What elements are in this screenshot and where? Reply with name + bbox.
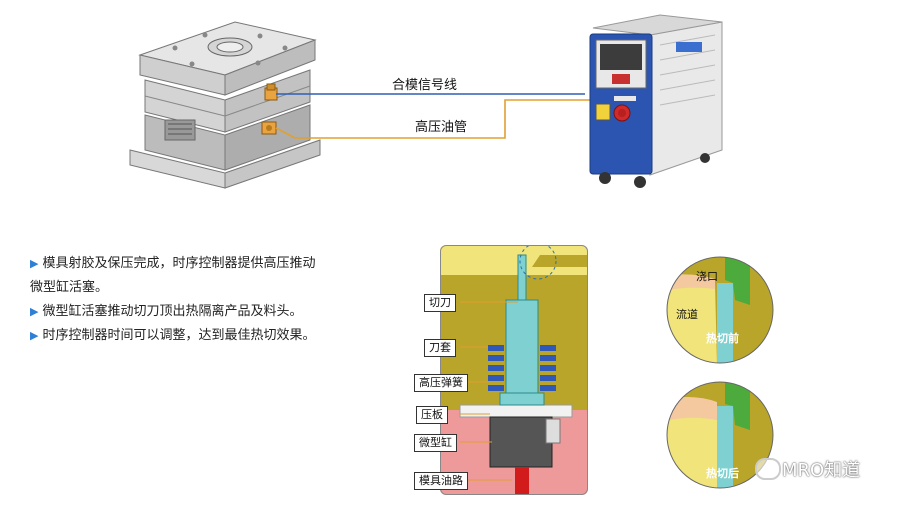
callout-sleeve: 刀套: [424, 339, 456, 357]
gate-label: 浇口: [696, 270, 718, 283]
after-cut-label: 热切后: [706, 467, 739, 480]
runner-label: 流道: [676, 308, 698, 321]
callout-cutter: 切刀: [424, 294, 456, 312]
callout-spring: 高压弹簧: [414, 374, 468, 392]
bullet-text: 微型缸活塞。: [30, 280, 109, 295]
detail-after-circle: [666, 381, 774, 489]
oil-pipe-label: 高压油管: [415, 120, 468, 135]
bullet-text: 微型缸活塞推动切刀顶出热隔离产品及料头。: [42, 304, 303, 319]
cross-section-diagram: [440, 245, 588, 495]
triangle-bullet-icon: ▶: [30, 329, 39, 342]
signal-wire-label: 合模信号线: [392, 78, 458, 93]
mold-assembly: [129, 21, 321, 189]
oil-pipe: [275, 99, 590, 139]
triangle-bullet-icon: ▶: [30, 305, 39, 318]
before-cut-label: 热切前: [706, 332, 739, 345]
bullet-item: ▶微型缸活塞推动切刀顶出热隔离产品及料头。: [30, 300, 390, 324]
triangle-bullet-icon: ▶: [30, 257, 39, 270]
callout-leaders: [460, 301, 518, 481]
bullet-text: 时序控制器时间可以调整，达到最佳热切效果。: [42, 328, 316, 343]
callout-oil-path: 模具油路: [414, 472, 468, 490]
callout-cylinder: 微型缸: [414, 434, 457, 452]
bullet-continuation: 微型缸活塞。: [30, 276, 390, 300]
callout-plate: 压板: [416, 406, 448, 424]
bullet-item: ▶时序控制器时间可以调整，达到最佳热切效果。: [30, 324, 390, 348]
bullet-text: 模具射胶及保压完成，时序控制器提供高压推动: [42, 256, 316, 271]
top-illustration: [129, 14, 723, 189]
description-list: ▶模具射胶及保压完成，时序控制器提供高压推动 微型缸活塞。 ▶微型缸活塞推动切刀…: [30, 252, 390, 348]
watermark-text: MRO知道: [782, 460, 861, 481]
sequence-controller: [589, 14, 723, 188]
detail-before-circle: [666, 256, 774, 364]
bullet-item: ▶模具射胶及保压完成，时序控制器提供高压推动: [30, 252, 390, 276]
wechat-icon: [755, 458, 781, 480]
